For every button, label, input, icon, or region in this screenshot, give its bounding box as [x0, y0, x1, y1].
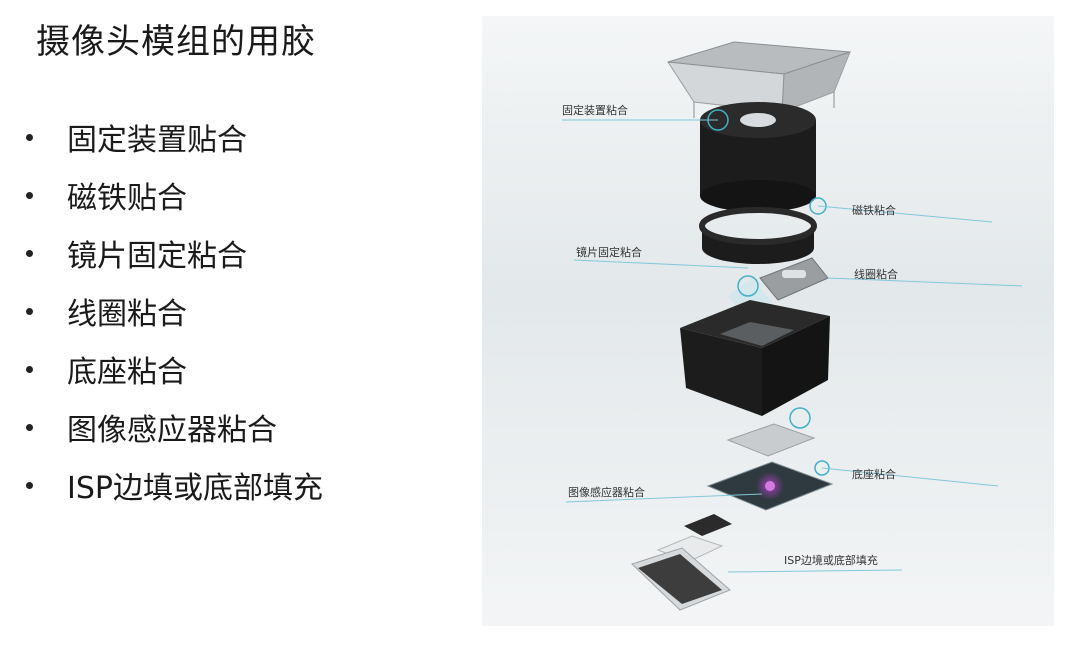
glue-point-markers [707, 109, 830, 476]
bullet-item: ISP边填或底部填充 [20, 456, 323, 514]
bullet-item: 底座粘合 [20, 340, 323, 398]
bullet-text: 固定装置贴合 [67, 123, 247, 158]
base-housing [680, 300, 830, 416]
lens-barrel [700, 102, 816, 212]
slide-title: 摄像头模组的用胶 [36, 22, 316, 62]
label-sensor: 图像感应器粘合 [568, 485, 645, 499]
bullet-dot [26, 365, 33, 373]
bullet-item: 图像感应器粘合 [20, 398, 323, 456]
bullet-item: 磁铁贴合 [20, 166, 323, 224]
bullet-text: 镜片固定粘合 [67, 239, 247, 274]
callouts: 固定装置粘合 磁铁粘合 镜片固定粘合 线圈粘合 底座粘合 图像感应器粘合 ISP… [562, 103, 1023, 573]
label-lens: 镜片固定粘合 [576, 245, 642, 259]
bullet-item: 镜片固定粘合 [20, 224, 323, 282]
bullet-list: 固定装置贴合 磁铁贴合 镜片固定粘合 线圈粘合 底座粘合 图像感应器粘合 ISP… [20, 108, 323, 514]
bullet-text: 图像感应器粘合 [67, 413, 277, 448]
bullet-text: ISP边填或底部填充 [67, 471, 323, 506]
label-isp: ISP边境或底部填充 [784, 553, 878, 567]
bullet-item: 线圈粘合 [20, 282, 323, 340]
flex-connector [631, 514, 732, 611]
bullet-dot [26, 249, 33, 257]
bullet-text: 磁铁贴合 [67, 181, 187, 216]
bullet-dot [26, 133, 33, 141]
bullet-dot [26, 423, 33, 431]
bullet-text: 底座粘合 [67, 355, 187, 390]
bullet-text: 线圈粘合 [67, 297, 187, 332]
label-base: 底座粘合 [852, 467, 896, 481]
label-coil: 线圈粘合 [854, 267, 898, 281]
bullet-dot [26, 191, 33, 199]
bullet-dot [26, 307, 33, 315]
filter-glass [726, 423, 816, 457]
magnet-ring [699, 207, 817, 264]
label-fixture: 固定装置粘合 [562, 103, 628, 117]
bullet-dot [26, 481, 33, 489]
label-magnet: 磁铁粘合 [852, 203, 896, 217]
camera-module-exploded-figure: 固定装置粘合 磁铁粘合 镜片固定粘合 线圈粘合 底座粘合 图像感应器粘合 ISP… [482, 16, 1054, 626]
sensor-board [706, 461, 834, 511]
bullet-item: 固定装置贴合 [20, 108, 323, 166]
exploded-view-svg: 固定装置粘合 磁铁粘合 镜片固定粘合 线圈粘合 底座粘合 图像感应器粘合 ISP… [482, 16, 1054, 626]
fixture-frame [667, 41, 851, 118]
